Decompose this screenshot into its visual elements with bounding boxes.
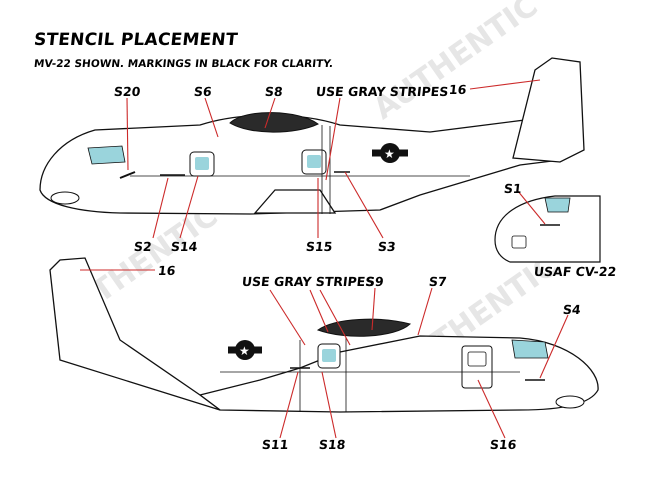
label-16-bottom: 16 bbox=[157, 263, 177, 278]
label-use-gray-stripes-bottom: USE GRAY STRIPES bbox=[241, 274, 376, 289]
label-s14: S14 bbox=[170, 239, 199, 254]
bottom-aircraft-profile bbox=[49, 257, 599, 413]
leader-lines bbox=[80, 79, 569, 439]
label-s8: S8 bbox=[264, 84, 284, 99]
label-s20: S20 bbox=[113, 84, 142, 99]
label-s6: S6 bbox=[193, 84, 213, 99]
label-s16: S16 bbox=[489, 437, 518, 452]
top-window-1-glass bbox=[195, 157, 209, 170]
top-canopy bbox=[229, 112, 319, 133]
svg-text:★: ★ bbox=[384, 147, 395, 161]
bottom-canopy bbox=[316, 318, 412, 337]
label-s4: S4 bbox=[562, 302, 582, 317]
svg-text:★: ★ bbox=[239, 344, 250, 358]
label-s1: S1 bbox=[503, 181, 523, 196]
label-s15: S15 bbox=[305, 239, 334, 254]
top-aircraft-profile bbox=[39, 57, 585, 215]
label-s11: S11 bbox=[261, 437, 290, 452]
label-s9: S9 bbox=[365, 274, 385, 289]
bottom-cockpit-glass bbox=[511, 339, 549, 359]
top-window-2-glass bbox=[307, 155, 321, 168]
label-s18: S18 bbox=[318, 437, 347, 452]
label-usaf-cv22: USAF CV-22 bbox=[533, 264, 618, 279]
top-cockpit-glass bbox=[87, 145, 126, 165]
label-s2: S2 bbox=[133, 239, 153, 254]
label-s7: S7 bbox=[428, 274, 448, 289]
label-use-gray-stripes-top: USE GRAY STRIPES bbox=[315, 84, 450, 99]
label-16-top: 16 bbox=[448, 82, 468, 97]
label-s3: S3 bbox=[377, 239, 397, 254]
